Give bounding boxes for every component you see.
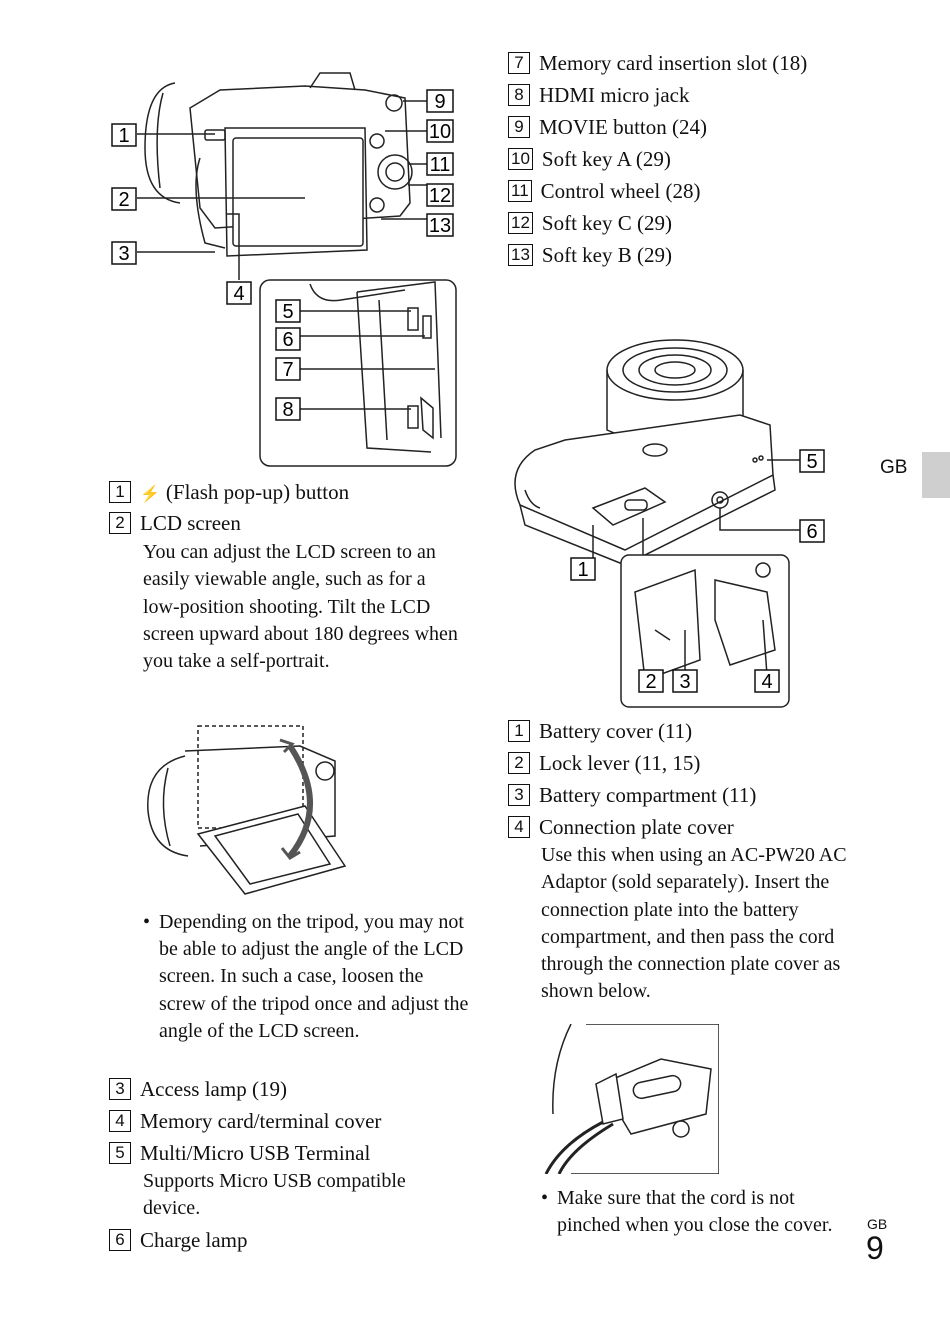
callout-5: 5	[806, 451, 817, 473]
callout-7: 7	[282, 359, 293, 381]
item-number: 1	[109, 481, 131, 503]
callout-3: 3	[679, 671, 690, 693]
item-label: Soft key B (29)	[541, 243, 672, 267]
list-item: 9 MOVIE button (24)	[508, 114, 707, 141]
list-item: 7 Memory card insertion slot (18)	[508, 50, 807, 77]
item-label: Multi/Micro USB Terminal	[140, 1141, 371, 1165]
item-number: 11	[508, 180, 532, 202]
lcd-screen-description: You can adjust the LCD screen to an easi…	[143, 541, 458, 673]
left-item-1: 1 ⚡ (Flash pop-up) button	[109, 479, 349, 508]
connection-plate-description: Use this when using an AC-PW20 AC Adapto…	[541, 844, 847, 1003]
callout-1: 1	[577, 559, 588, 581]
item-label: Charge lamp	[140, 1228, 248, 1252]
callout-2: 2	[645, 671, 656, 693]
item-label: Connection plate cover	[539, 815, 734, 839]
item-number: 4	[508, 816, 530, 838]
left-item-3: 3 Access lamp (19)	[109, 1076, 287, 1103]
side-tab	[922, 452, 950, 498]
item-number: 1	[508, 720, 530, 742]
figure-camera-bottom: 5 6 1 2 3 4	[514, 339, 825, 708]
callout-11: 11	[430, 154, 451, 176]
item-number: 4	[109, 1110, 131, 1132]
right-item-1: 1 Battery cover (11)	[508, 718, 692, 745]
item-label: Access lamp (19)	[140, 1077, 287, 1101]
figure-camera-rear: 1 2 3 4 9 10 11 12 13 5 6 7 8	[111, 72, 457, 467]
callout-4: 4	[233, 283, 244, 305]
item-number: 5	[109, 1142, 131, 1164]
right-item-3: 3 Battery compartment (11)	[508, 782, 756, 809]
callout-12: 12	[429, 185, 451, 207]
callout-1: 1	[118, 125, 129, 147]
left-item-6: 6 Charge lamp	[109, 1227, 248, 1254]
left-item-2: 2 LCD screen	[109, 510, 241, 537]
callout-2: 2	[118, 189, 129, 211]
item-number: 3	[109, 1078, 131, 1100]
item-number: 12	[508, 212, 533, 234]
callout-10: 10	[429, 121, 451, 143]
figure-lcd-tilt	[147, 725, 347, 895]
tripod-note: Depending on the tripod, you may not be …	[143, 909, 474, 1045]
cord-note: Make sure that the cord is not pinched w…	[541, 1185, 852, 1239]
callout-8: 8	[282, 399, 293, 421]
left-item-4: 4 Memory card/terminal cover	[109, 1108, 381, 1135]
callout-9: 9	[434, 91, 445, 113]
callout-5: 5	[282, 301, 293, 323]
list-item: 11 Control wheel (28)	[508, 178, 700, 205]
callout-6: 6	[806, 521, 817, 543]
page-number: 9	[866, 1230, 884, 1266]
side-lang-label: GB	[880, 457, 908, 478]
right-item-2: 2 Lock lever (11, 15)	[508, 750, 700, 777]
item-label: Lock lever (11, 15)	[539, 751, 701, 775]
item-number: 2	[109, 512, 131, 534]
item-number: 2	[508, 752, 530, 774]
item-number: 13	[508, 244, 533, 266]
item-label: Soft key C (29)	[541, 211, 672, 235]
list-item: 12 Soft key C (29)	[508, 210, 672, 237]
item-number: 3	[508, 784, 530, 806]
item-label: HDMI micro jack	[539, 83, 690, 107]
callout-3: 3	[118, 243, 129, 265]
item-label: Battery cover (11)	[539, 719, 693, 743]
item-label: Control wheel (28)	[540, 179, 701, 203]
item-label: Memory card insertion slot (18)	[539, 51, 808, 75]
item-label: Battery compartment (11)	[539, 783, 757, 807]
item-number: 10	[508, 148, 533, 170]
usb-description: Supports Micro USB compatible device.	[143, 1170, 406, 1220]
list-item: 10 Soft key A (29)	[508, 146, 671, 173]
footer-lang-label: GB	[867, 1216, 888, 1232]
flash-icon: ⚡	[140, 486, 160, 503]
callout-4: 4	[761, 671, 772, 693]
item-label: Soft key A (29)	[541, 147, 671, 171]
item-number: 6	[109, 1229, 131, 1251]
figure-cord-cover	[544, 1024, 719, 1174]
item-label: Memory card/terminal cover	[140, 1109, 382, 1133]
item-number: 9	[508, 116, 530, 138]
list-item: 8 HDMI micro jack	[508, 82, 689, 109]
callout-6: 6	[282, 329, 293, 351]
item-number: 7	[508, 52, 530, 74]
item-label: (Flash pop-up) button	[165, 480, 350, 504]
item-label: LCD screen	[140, 511, 241, 535]
list-item: 13 Soft key B (29)	[508, 242, 672, 269]
item-number: 8	[508, 84, 530, 106]
item-label: MOVIE button (24)	[539, 115, 707, 139]
right-item-4: 4 Connection plate cover	[508, 814, 734, 841]
callout-13: 13	[429, 215, 451, 237]
left-item-5: 5 Multi/Micro USB Terminal	[109, 1140, 370, 1167]
